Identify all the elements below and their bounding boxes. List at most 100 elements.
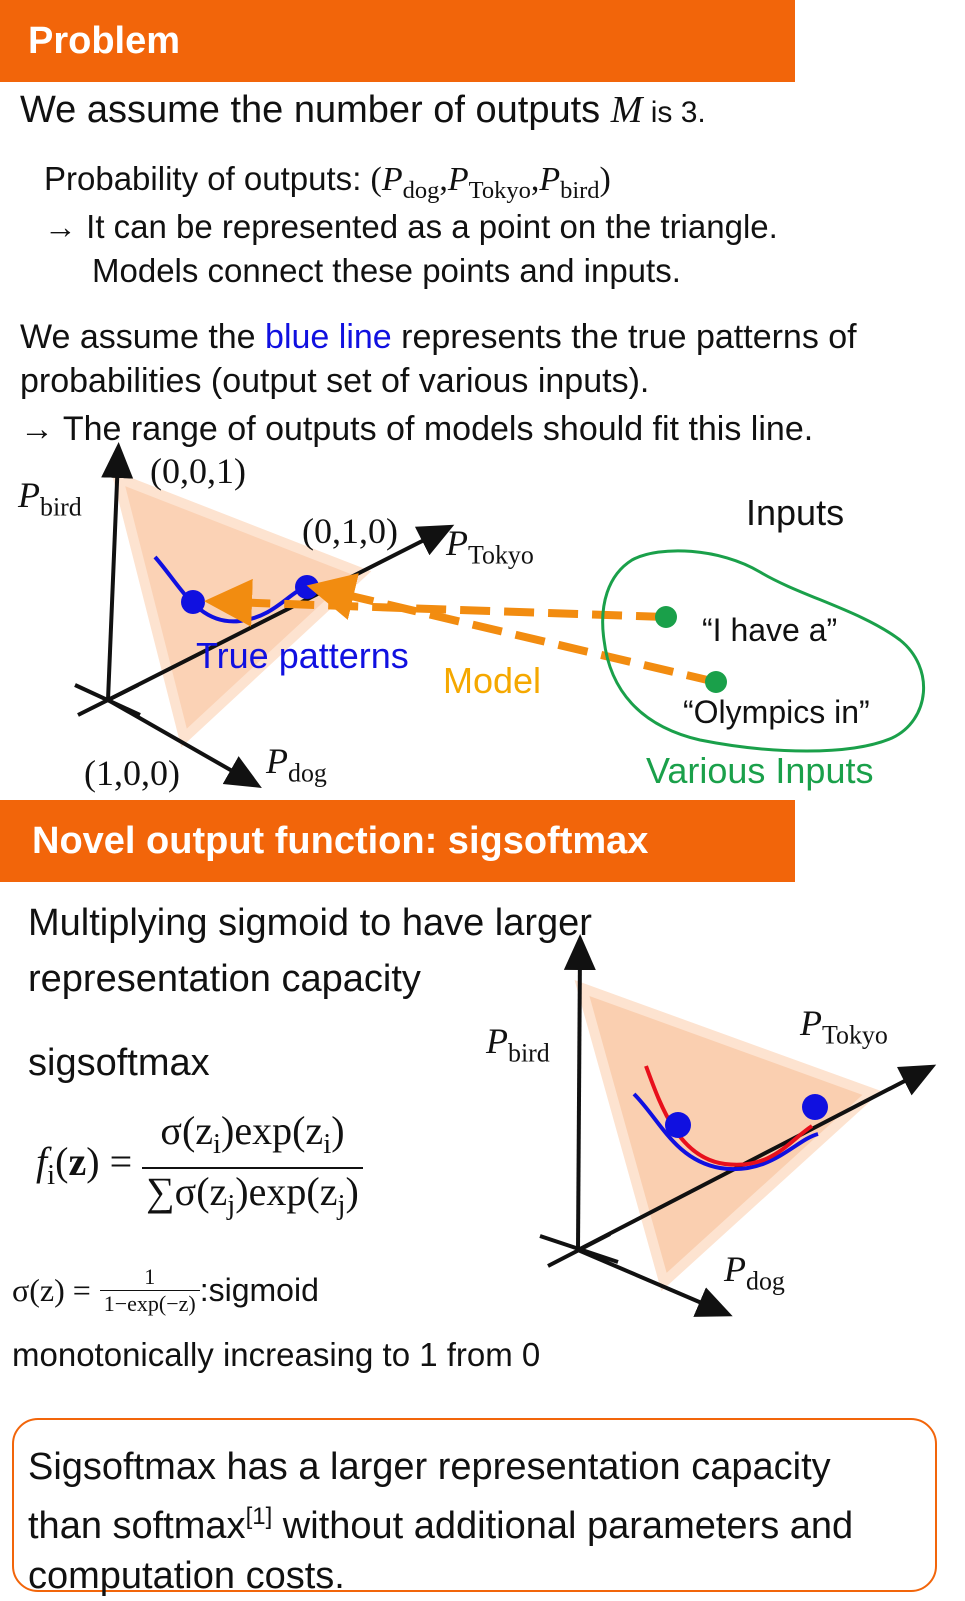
axis-bird-sym: P [18, 475, 40, 515]
axis-tokyo-sub-2: Tokyo [822, 1020, 888, 1050]
axis-label-tokyo-2: PTokyo [800, 1002, 888, 1050]
true-suffix: represents the true patterns of [391, 318, 857, 356]
axis-bird-sym-2: P [486, 1021, 508, 1061]
axis-bird-2 [563, 934, 596, 1251]
axis-dog-2 [577, 1248, 733, 1317]
true-point-3 [665, 1112, 691, 1138]
probability-line: Probability of outputs: (Pdog,PTokyo,Pbi… [44, 160, 611, 205]
true-point-1 [181, 590, 205, 614]
various-inputs-label: Various Inputs [646, 750, 874, 791]
lhs-eq: = [109, 1138, 133, 1184]
formula-fraction: σ(zi)exp(zi) ∑σ(zj)exp(zj) [142, 1108, 363, 1228]
den-j2: j [337, 1189, 346, 1222]
sigma-den: 1−exp(−z) [103, 1291, 196, 1316]
axis-bird-sub: bird [40, 492, 82, 522]
tuple-p1: P [381, 161, 403, 198]
true-point-2 [295, 575, 319, 599]
lhs-i: i [47, 1158, 56, 1191]
axis-label-bird-2: Pbird [486, 1020, 550, 1068]
probabilities-line: probabilities (output set of various inp… [20, 362, 650, 400]
den-a: ∑σ(z [146, 1169, 228, 1215]
summary-line-3: computation costs. [28, 1555, 345, 1597]
var-m: M [610, 89, 643, 131]
true-patterns-label: True patterns [196, 635, 409, 676]
problem-header: Problem [0, 0, 795, 82]
range-text: The range of outputs of models should fi… [62, 410, 814, 448]
input-2-label: “Olympics in” [683, 694, 870, 730]
true-pattern-line: We assume the blue line represents the t… [20, 318, 857, 357]
axis-tokyo [107, 524, 455, 702]
lhs-close: ) [86, 1138, 100, 1184]
probability-colon: : [352, 160, 362, 197]
axis-tokyo-sub: Tokyo [468, 540, 534, 570]
probability-tuple: (Pdog,PTokyo,Pbird) [370, 161, 611, 204]
vertex-bird-label: (0,0,1) [150, 451, 246, 491]
summary-line-2: than softmax[1] without additional param… [28, 1492, 921, 1551]
axis-label-bird: Pbird [18, 474, 82, 522]
summary-softmax: than softmax [28, 1505, 246, 1547]
summary-box: Sigsoftmax has a larger representation c… [12, 1418, 937, 1597]
tuple-s1: dog [402, 176, 440, 204]
sigsoftmax-name: sigsoftmax [28, 1042, 210, 1084]
sigsoftmax-formula: fi(z) = σ(zi)exp(zi) ∑σ(zj)exp(zj) [36, 1108, 363, 1228]
desc-line-2: representation capacity [28, 958, 421, 1000]
lhs-open: ( [55, 1138, 69, 1184]
sigma-fraction: 1 1−exp(−z) [99, 1264, 200, 1317]
axis-label-dog: Pdog [266, 740, 327, 788]
den-b: )exp(z [235, 1169, 338, 1215]
sigmoid-definition: σ(z) = 1 1−exp(−z) :sigmoid [12, 1264, 319, 1317]
tuple-open: ( [370, 161, 382, 198]
inputs-blob [601, 549, 925, 753]
tuple-sep1: , [439, 161, 448, 198]
num-c: ) [331, 1108, 345, 1153]
vertex-dog-label: (1,0,0) [84, 753, 180, 793]
axis-cross-4 [547, 1232, 611, 1268]
assumption-line: We assume the number of outputs M is 3. [20, 88, 706, 132]
true-patterns-curve-2 [632, 1092, 819, 1172]
sigma-num: 1 [99, 1264, 200, 1291]
num-i1: i [213, 1128, 222, 1161]
input-1-label: “I have a” [702, 612, 838, 648]
sigma-label: :sigmoid [199, 1272, 319, 1308]
model-arrow-1 [204, 578, 667, 627]
vertex-tokyo-label: (0,1,0) [302, 511, 398, 551]
tuple-s3: bird [560, 176, 600, 204]
tuple-p3: P [539, 161, 561, 198]
true-point-4 [802, 1094, 828, 1120]
axis-tokyo-sym-2: P [800, 1003, 822, 1043]
summary-suffix: without additional parameters and [272, 1505, 854, 1547]
model-arrow-2 [306, 573, 717, 686]
formula-denominator: ∑σ(zj)exp(zj) [142, 1169, 363, 1228]
sigma-lhs: σ(z) = [12, 1272, 91, 1308]
blue-line-highlight: blue line [265, 318, 392, 356]
axis-dog-sub: dog [288, 758, 327, 788]
den-j1: j [227, 1189, 236, 1222]
axis-dog-sym: P [266, 741, 288, 781]
arrow-glyph: → [44, 208, 77, 245]
summary-ref: [1] [245, 1503, 273, 1530]
triangle-text: It can be represented as a point on the … [86, 208, 778, 245]
axis-dog-sub-2: dog [746, 1266, 785, 1296]
num-a: σ(z [160, 1108, 214, 1153]
axis-label-tokyo: PTokyo [446, 522, 534, 570]
model-label: Model [443, 660, 542, 701]
novel-header: Novel output function: sigsoftmax [0, 800, 795, 882]
num-i2: i [323, 1128, 332, 1161]
axis-dog-sym-2: P [724, 1249, 746, 1289]
num-b: )exp(z [221, 1108, 324, 1153]
summary-line-1: Sigsoftmax has a larger representation c… [28, 1446, 831, 1488]
true-prefix: We assume the [20, 318, 266, 356]
formula-numerator: σ(zi)exp(zi) [142, 1108, 363, 1170]
axis-tokyo-sym: P [446, 523, 468, 563]
den-c: ) [345, 1169, 359, 1215]
axis-tokyo-2 [577, 1064, 937, 1252]
assumption-suffix: is 3. [642, 96, 706, 129]
axis-bird-sub-2: bird [508, 1038, 550, 1068]
models-line: Models connect these points and inputs. [92, 252, 681, 289]
axis-dog [107, 698, 262, 788]
input-point-2 [705, 671, 727, 693]
tuple-p2: P [447, 161, 469, 198]
input-point-1 [655, 606, 677, 628]
probability-label: Probability of outputs [44, 160, 353, 197]
sigsoftmax-curve [644, 1065, 814, 1167]
